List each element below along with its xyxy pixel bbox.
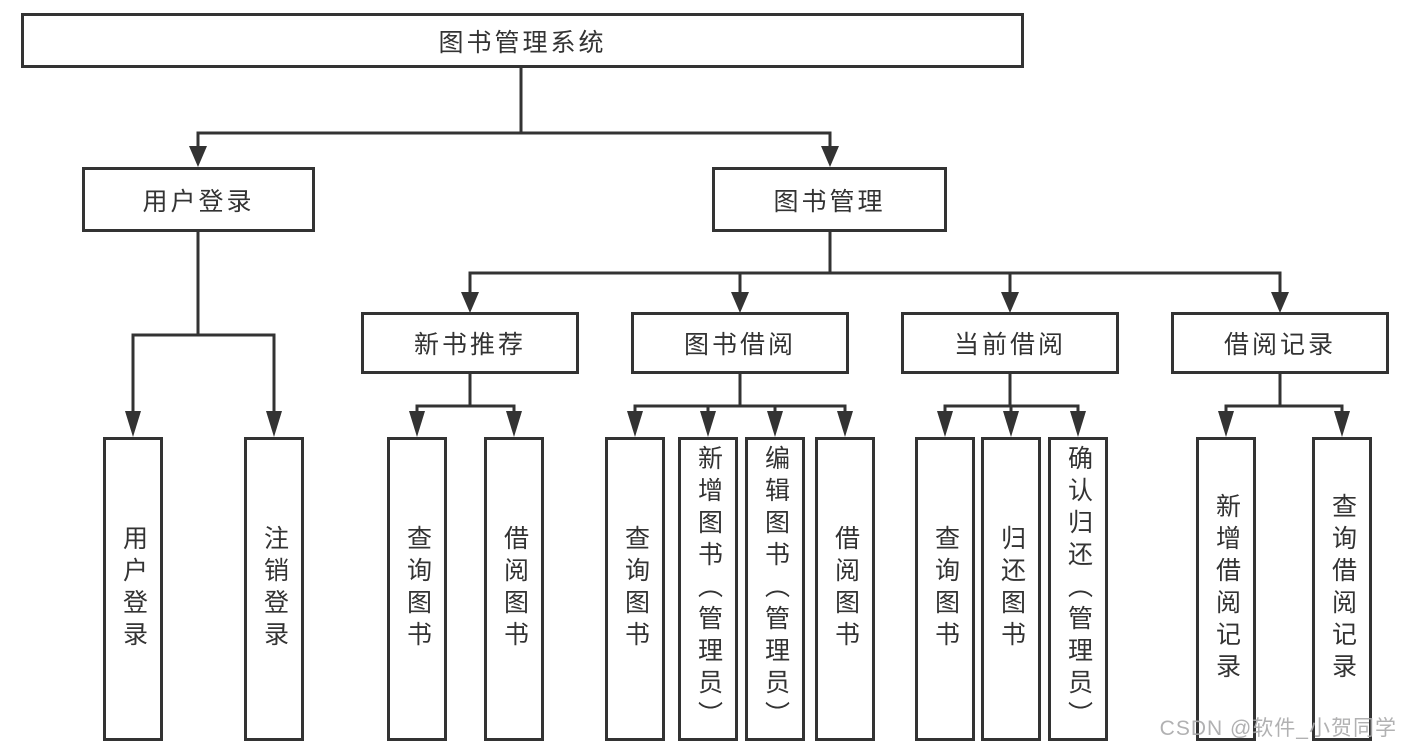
- node-current-borrow: 当前借阅: [901, 312, 1119, 374]
- node-borrow-records: 借阅记录: [1171, 312, 1389, 374]
- node-library-system: 图书管理系统: [21, 13, 1024, 68]
- node-book-management: 图书管理: [712, 167, 947, 232]
- node-query-books-current: 查询图书: [915, 437, 975, 741]
- node-borrow-books-action: 借阅图书: [815, 437, 875, 741]
- node-edit-book-admin: 编辑图书（管理员）: [745, 437, 805, 741]
- node-new-book-recommend: 新书推荐: [361, 312, 579, 374]
- node-logout-action: 注销登录: [244, 437, 304, 741]
- node-user-login: 用户登录: [82, 167, 315, 232]
- node-confirm-return-admin: 确认归还（管理员）: [1048, 437, 1108, 741]
- node-book-borrow: 图书借阅: [631, 312, 849, 374]
- node-query-books-borrow: 查询图书: [605, 437, 665, 741]
- node-add-book-admin: 新增图书（管理员）: [678, 437, 738, 741]
- csdn-watermark: CSDN @软件_小贺同学: [1159, 717, 1397, 740]
- node-user-login-action: 用户登录: [103, 437, 163, 741]
- node-query-books-recommend: 查询图书: [387, 437, 447, 741]
- node-return-books: 归还图书: [981, 437, 1041, 741]
- node-query-borrow-record: 查询借阅记录: [1312, 437, 1372, 741]
- node-add-borrow-record: 新增借阅记录: [1196, 437, 1256, 741]
- node-borrow-books-recommend: 借阅图书: [484, 437, 544, 741]
